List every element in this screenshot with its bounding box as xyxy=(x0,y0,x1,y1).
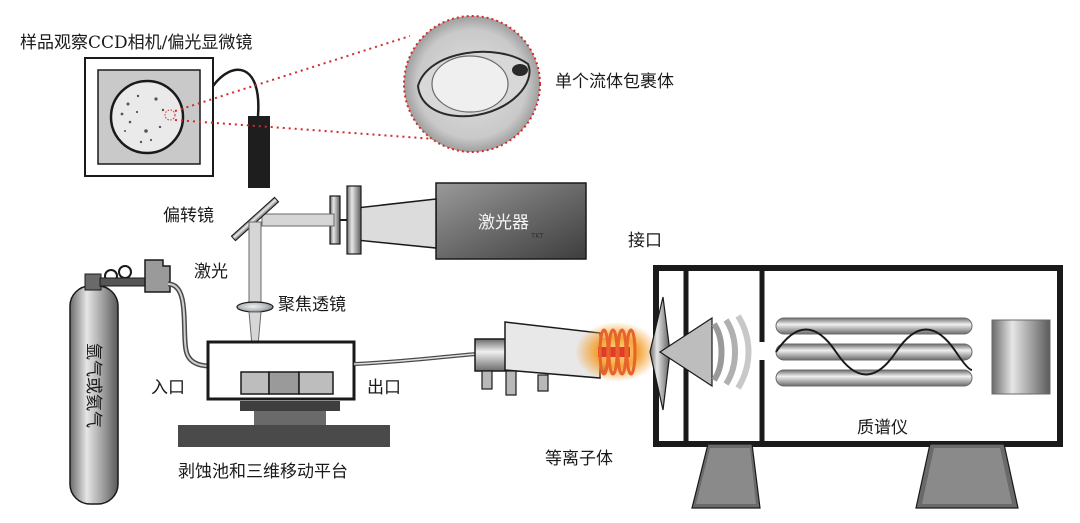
xyz-stage xyxy=(178,401,390,447)
label-deflector: 偏转镜 xyxy=(163,206,214,226)
ion-trajectory xyxy=(775,328,973,376)
inclusion-bubble xyxy=(431,55,509,113)
label-laser-brand: TKT xyxy=(530,232,544,240)
gas-outlet-tube-highlight xyxy=(353,353,477,365)
laser-device xyxy=(329,182,587,260)
zoom-origin-marker xyxy=(164,109,176,121)
camera-cable xyxy=(211,68,260,117)
label-focus-lens: 聚焦透镜 xyxy=(278,295,346,315)
label-plasma: 等离子体 xyxy=(545,449,613,469)
induction-coil xyxy=(598,328,637,376)
deflector-mirror xyxy=(230,196,280,242)
label-laser-beam: 激光 xyxy=(194,262,228,282)
inclusion-zoom-view xyxy=(403,15,541,153)
focusing-lens xyxy=(236,301,274,313)
label-ablation-cell: 剥蚀池和三维移动平台 xyxy=(178,462,348,482)
ccd-camera-body xyxy=(248,116,270,188)
label-mass-spec: 质谱仪 xyxy=(857,418,908,438)
ms-support-legs xyxy=(691,443,1019,509)
label-gas-cylinder: 氩气或氦气 xyxy=(83,343,103,428)
label-inclusion: 单个流体包裹体 xyxy=(555,72,674,92)
inclusion-vapor xyxy=(512,64,528,76)
ablation-cell xyxy=(206,340,356,401)
gas-cylinder xyxy=(69,259,171,505)
laser-beam-horizontal xyxy=(261,213,335,227)
sample-speckles xyxy=(120,94,165,144)
label-camera: 样品观察CCD相机/偏光显微镜 xyxy=(20,33,252,53)
mass-spectrometer xyxy=(649,265,1063,447)
zoom-lines xyxy=(174,35,449,141)
label-laser-device: 激光器 xyxy=(478,213,529,233)
laser-beam-vertical xyxy=(248,221,262,303)
gas-inlet-tube xyxy=(167,281,211,369)
label-inlet: 入口 xyxy=(151,378,185,398)
plasma-core xyxy=(598,347,630,357)
label-outlet: 出口 xyxy=(367,378,401,398)
gas-inlet-tube-highlight xyxy=(167,283,211,367)
label-interface: 接口 xyxy=(628,231,662,251)
camera-monitor xyxy=(84,57,214,177)
